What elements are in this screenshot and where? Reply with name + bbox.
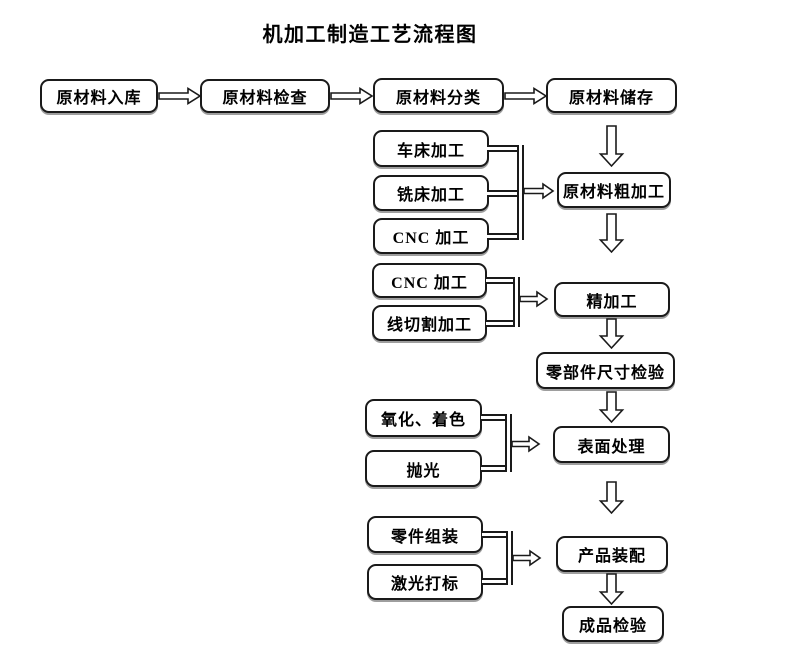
node-dimension-inspection: 零部件尺寸检验	[536, 352, 675, 389]
bus-group-d	[506, 531, 513, 585]
node-wire-cutting: 线切割加工	[372, 305, 487, 341]
connector-polish	[481, 465, 508, 472]
node-oxidize-coloring: 氧化、着色	[365, 399, 482, 437]
node-polishing: 抛光	[365, 450, 482, 487]
arrow-group-a-to-rough-icon	[523, 182, 555, 200]
node-milling-machining: 铣床加工	[373, 175, 489, 211]
node-lathe-machining: 车床加工	[373, 130, 489, 167]
node-final-inspection: 成品检验	[562, 606, 664, 642]
arrow-assembly-to-final-icon	[598, 573, 625, 606]
page-title: 机加工制造工艺流程图	[262, 24, 478, 46]
connector-cnc-rough	[487, 233, 519, 240]
bus-group-c	[505, 414, 512, 472]
connector-part-assembly	[482, 531, 509, 538]
node-part-assembly: 零件组装	[367, 516, 483, 553]
node-raw-material-sort: 原材料分类	[373, 78, 504, 113]
arrow-group-d-to-assembly-icon	[512, 549, 542, 567]
arrow-sort-to-store-icon	[504, 87, 548, 105]
node-fine-machining: 精加工	[554, 282, 670, 317]
connector-oxidize	[481, 414, 508, 421]
node-surface-treatment: 表面处理	[553, 426, 670, 463]
bus-group-b	[513, 277, 520, 327]
connector-mill	[487, 190, 519, 197]
arrow-group-b-to-fine-icon	[519, 290, 549, 308]
arrow-store-to-rough-icon	[598, 125, 625, 168]
node-product-assembly: 产品装配	[556, 536, 668, 572]
bus-group-a	[517, 145, 524, 240]
arrow-fine-to-inspection-icon	[598, 318, 625, 350]
node-raw-material-check: 原材料检查	[200, 79, 330, 113]
node-cnc-machining-rough: CNC 加工	[373, 218, 489, 254]
node-cnc-machining-fine: CNC 加工	[372, 263, 487, 298]
node-raw-rough-machining: 原材料粗加工	[557, 172, 671, 208]
arrow-group-c-to-surface-icon	[511, 435, 541, 453]
connector-lathe	[487, 145, 519, 152]
arrow-inspection-to-surface-icon	[598, 391, 625, 424]
node-raw-material-store: 原材料储存	[546, 78, 677, 113]
arrow-check-to-sort-icon	[330, 87, 374, 105]
connector-laser-mark	[482, 578, 509, 585]
arrow-surface-to-assembly-icon	[598, 481, 625, 515]
node-laser-marking: 激光打标	[367, 564, 483, 600]
node-raw-material-inbound: 原材料入库	[40, 79, 158, 113]
connector-wire-cut	[486, 320, 515, 327]
arrow-inbound-to-check-icon	[158, 87, 202, 105]
connector-cnc-fine	[486, 277, 515, 284]
arrow-rough-down-icon	[598, 213, 625, 254]
